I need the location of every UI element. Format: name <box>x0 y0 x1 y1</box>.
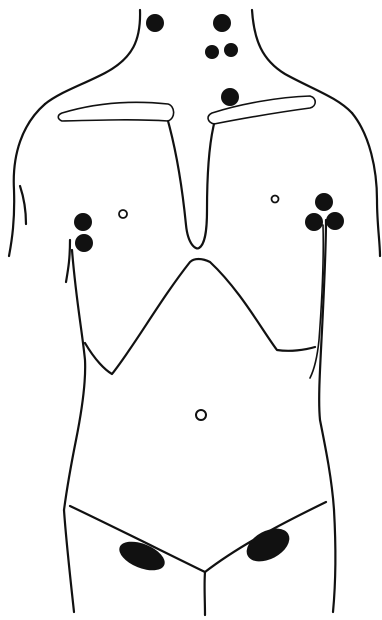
right-shoulder-outline <box>352 113 380 256</box>
filled-node-neck-right-top <box>213 14 231 32</box>
neck-left-outline <box>45 10 140 104</box>
filled-node-left-axilla-upper <box>74 213 92 231</box>
filled-node-neck-right-a <box>205 45 219 59</box>
right-torso-outline <box>319 220 334 510</box>
left-torso-side <box>66 240 70 282</box>
filled-node-neck-right-b <box>224 43 238 57</box>
rib-cage-arch <box>85 259 315 374</box>
hollow-node-left-chest <box>119 210 127 218</box>
filled-node-left-axilla-lower <box>75 234 93 252</box>
filled-node-neck-left <box>146 14 164 32</box>
filled-node-right-axilla-left <box>305 213 323 231</box>
neck-right-outline <box>252 10 352 113</box>
hollow-node-right-chest <box>272 196 279 203</box>
left-leg-outline <box>64 510 74 612</box>
filled-node-right-axilla-top <box>315 193 333 211</box>
right-leg-outline <box>333 510 335 612</box>
filled-node-supraclavicular <box>221 88 239 106</box>
left-clavicle <box>58 102 173 121</box>
left-arm-inner-line <box>20 186 26 224</box>
filled-node-right-axilla-right <box>326 212 344 230</box>
filled-groin-region-right <box>241 522 295 568</box>
left-shoulder-outline <box>9 104 45 256</box>
sternum-outline <box>168 121 214 248</box>
hollow-node-navel <box>196 410 206 420</box>
left-torso-outline <box>64 250 85 510</box>
